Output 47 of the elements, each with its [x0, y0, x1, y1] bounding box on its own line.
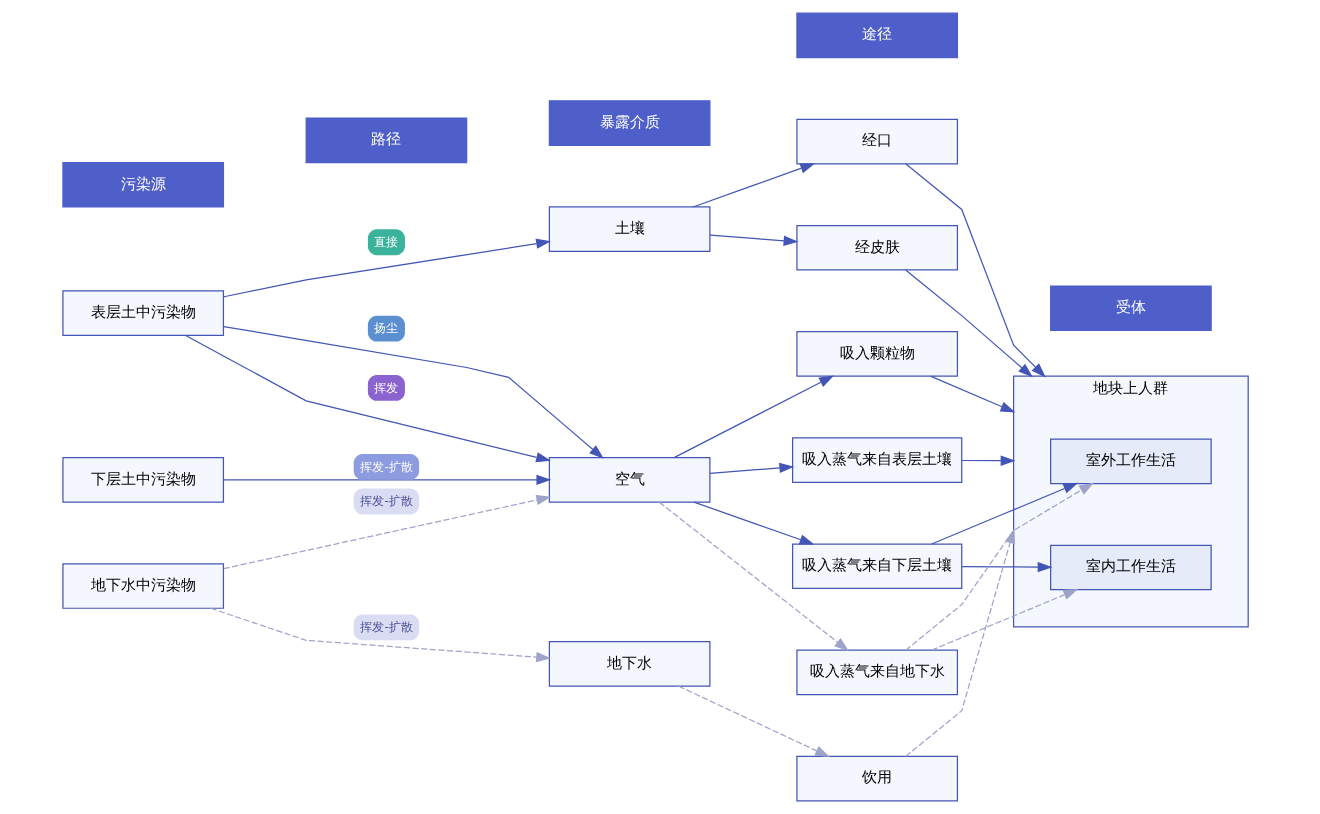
- arrow: [929, 375, 1015, 413]
- arrow: [209, 607, 551, 663]
- arrow: [904, 482, 1094, 651]
- arrow: [222, 494, 551, 570]
- arrow: [222, 325, 604, 459]
- arrow: [691, 163, 815, 208]
- arrow: [930, 589, 1078, 651]
- node-box: 暴露介质: [548, 100, 710, 146]
- node-box: 经口: [795, 118, 958, 165]
- node-box: 路径: [305, 117, 467, 164]
- arrow: [658, 501, 849, 652]
- node-box: 受体: [1049, 285, 1212, 332]
- edge-label: 挥发-扩散: [359, 494, 413, 509]
- node-box: 吸入蒸气来自表层土壤: [791, 437, 962, 483]
- node-box: 空气: [548, 457, 710, 503]
- node-box: 经皮肤: [795, 224, 958, 271]
- edge-label: 直接: [373, 234, 398, 249]
- node-box: 室外工作生活: [1049, 438, 1212, 485]
- node-box: 污染源: [61, 161, 224, 208]
- arrow: [960, 455, 1015, 466]
- node-box: 吸入颗粒物: [795, 331, 958, 377]
- arrow: [692, 501, 814, 545]
- arrow: [184, 334, 551, 463]
- edge-label: 挥发-扩散: [359, 459, 413, 474]
- node-box: 室内工作生活: [1049, 544, 1212, 591]
- edge-label: 扬尘: [373, 321, 398, 336]
- arrow: [222, 238, 551, 298]
- node-box: 表层土中污染物: [61, 290, 224, 336]
- node-box: 途径: [795, 12, 958, 59]
- arrow: [677, 685, 830, 758]
- node-box: 吸入蒸气来自地下水: [795, 649, 958, 696]
- edge-label: 挥发: [373, 380, 398, 395]
- arrow: [709, 462, 794, 475]
- arrow: [904, 269, 1033, 378]
- node-box: 地下水: [548, 640, 710, 687]
- arrow: [960, 561, 1052, 573]
- node-box: 饮用: [795, 755, 958, 802]
- arrow: [673, 375, 834, 459]
- arrow: [904, 163, 1046, 378]
- arrow: [709, 234, 798, 246]
- node-box: 下层土中污染物: [61, 457, 224, 503]
- arrow: [904, 528, 1015, 757]
- node-box: 吸入蒸气来自下层土壤: [791, 543, 962, 590]
- edge-label: 挥发-扩散: [359, 620, 413, 635]
- node-box: 土壤: [548, 206, 710, 253]
- node-box: 地下水中污染物: [61, 563, 224, 609]
- arrow: [930, 482, 1078, 545]
